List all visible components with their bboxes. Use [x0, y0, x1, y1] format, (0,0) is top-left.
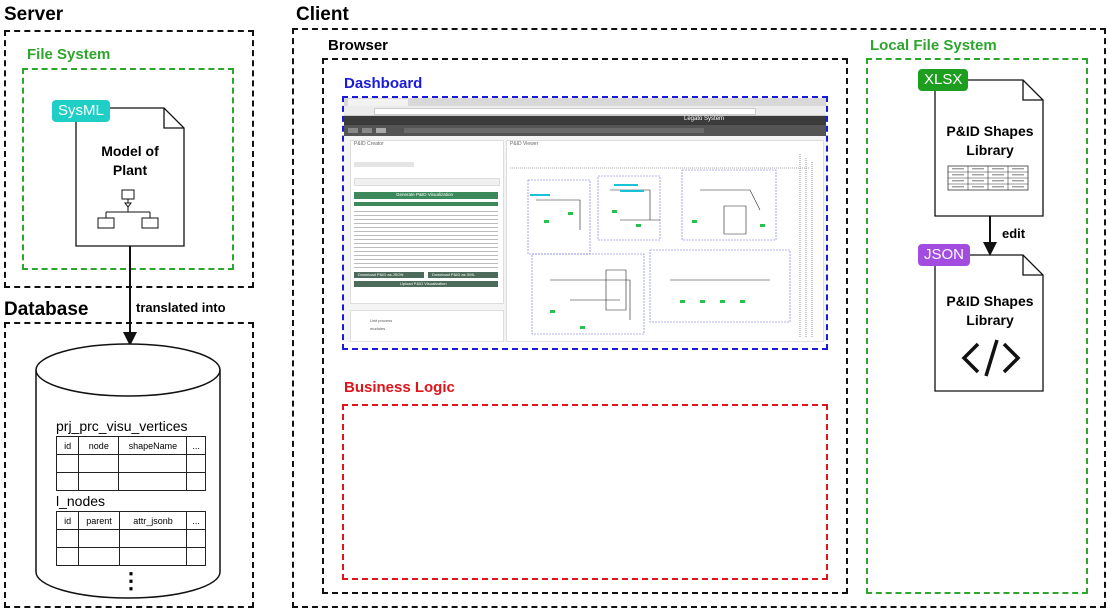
generate-button-label: Generate P&ID Visualization — [396, 192, 453, 197]
column-header: parent — [78, 511, 120, 530]
local-file-system-title: Local File System — [870, 37, 997, 54]
xlsx-document-label: P&ID Shapes Library — [946, 123, 1034, 158]
tree-item: Unit process — [370, 318, 393, 323]
table-name-nodes: l_nodes — [56, 493, 106, 509]
client-title: Client — [296, 4, 349, 25]
edit-arrow — [983, 216, 997, 256]
table-name-vertices: prj_prc_visu_vertices — [56, 418, 188, 434]
creator-input — [354, 178, 500, 186]
generate-button — [354, 192, 498, 199]
server-title: Server — [4, 4, 64, 25]
nodes-table: id parent attr_jsonb ... — [55, 511, 206, 566]
table-row — [55, 529, 206, 548]
sysml-document-shape — [75, 107, 185, 247]
table-header-row: id node shapeName ... — [55, 436, 206, 455]
nav-button — [376, 128, 386, 133]
table-row — [55, 472, 206, 491]
upload-button — [354, 281, 498, 287]
tree-panel — [350, 310, 504, 342]
vertices-table: id node shapeName ... — [55, 436, 206, 491]
table-header-row: id parent attr_jsonb ... — [55, 511, 206, 530]
hierarchy-icon — [97, 189, 159, 229]
nav-button — [362, 128, 372, 133]
column-header: id — [55, 436, 80, 455]
column-header: attr_jsonb — [118, 511, 188, 530]
tree-item: modules — [370, 326, 386, 331]
more-tables-ellipsis: ⋮ — [120, 568, 142, 593]
viewer-panel — [506, 140, 824, 342]
app-brand: Legato System — [684, 116, 725, 122]
sysml-badge: SysML — [52, 100, 110, 122]
file-system-title: File System — [27, 46, 111, 63]
file-system-container — [22, 68, 234, 270]
browser-container — [322, 58, 848, 594]
viewer-title: P&ID Viewer — [510, 141, 539, 147]
upload-button-label: Upload P&ID Visualization — [400, 281, 447, 286]
browser-tabbar — [344, 98, 826, 106]
translated-into-label: translated into — [136, 300, 226, 315]
database-container — [4, 322, 254, 608]
creator-input — [354, 162, 414, 167]
xml-text-area — [354, 208, 498, 268]
column-header: ... — [186, 436, 206, 455]
local-file-system-container — [866, 58, 1088, 594]
download-xml-label: Download P&ID as XML — [432, 272, 475, 277]
json-document-label: P&ID Shapes Library — [946, 293, 1034, 328]
sysml-document-label: Model of Plant — [101, 143, 159, 178]
column-header: node — [78, 436, 120, 455]
creator-panel-title: P&ID Creator — [354, 141, 384, 147]
column-header: id — [55, 511, 80, 530]
pid-diagram-preview — [510, 154, 813, 338]
table-row — [55, 547, 206, 566]
table-row — [55, 454, 206, 473]
progress-bar — [354, 202, 498, 206]
business-logic-title: Business Logic — [344, 379, 455, 396]
business-logic-container — [342, 404, 828, 580]
dashboard-screenshot: Legato System P&ID Creator Generate P&ID… — [344, 98, 826, 342]
json-badge: JSON — [918, 244, 971, 266]
download-xml-button — [428, 272, 498, 278]
column-header: ... — [186, 511, 206, 530]
client-container — [292, 28, 1106, 608]
code-icon — [961, 339, 1021, 377]
dashboard-title: Dashboard — [344, 75, 423, 92]
translated-into-arrow — [123, 246, 137, 346]
app-toolbar — [344, 116, 826, 125]
nav-button — [404, 128, 704, 133]
xlsx-badge: XLSX — [918, 69, 969, 91]
spreadsheet-icon — [947, 165, 1029, 191]
browser-tab — [348, 99, 408, 106]
nav-button — [348, 128, 358, 133]
dashboard-container — [342, 96, 828, 350]
database-title: Database — [4, 299, 89, 320]
download-json-label: Download P&ID as JSON — [358, 272, 404, 277]
browser-title: Browser — [328, 37, 389, 54]
column-header: shapeName — [118, 436, 188, 455]
download-json-button — [354, 272, 424, 278]
edit-label: edit — [1002, 226, 1026, 241]
address-field — [374, 108, 756, 115]
